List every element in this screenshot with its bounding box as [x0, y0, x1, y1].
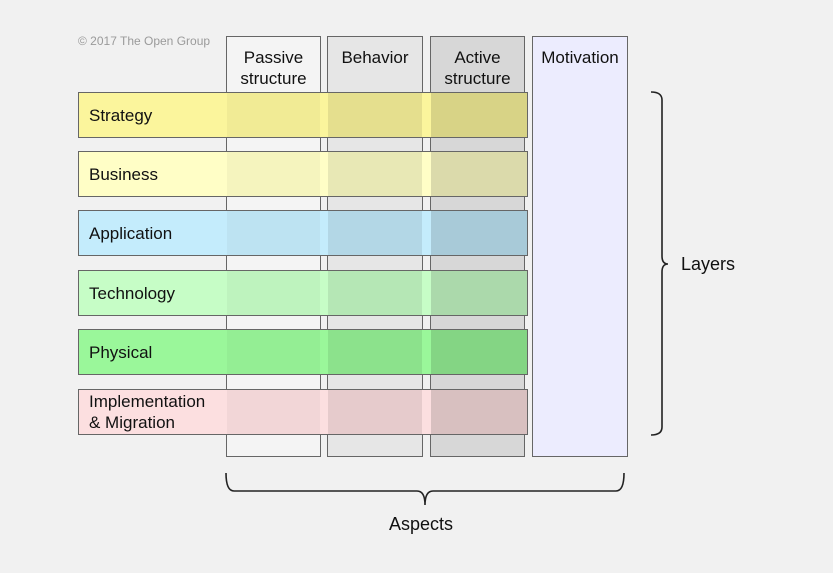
cell-application-active-structure [431, 211, 527, 255]
aspect-header-line: Motivation [541, 48, 619, 67]
layer-label-line: Strategy [89, 105, 153, 125]
cell-technology-passive-structure [227, 271, 320, 315]
aspect-header-motivation: Motivation [532, 36, 628, 94]
cell-physical-behavior [328, 330, 422, 374]
layer-label-line: Physical [89, 342, 153, 362]
layer-label-line: Technology [89, 283, 176, 303]
layer-label-line: & Migration [89, 413, 175, 432]
aspect-header-line: Behavior [341, 48, 409, 67]
cell-implementation-migration-behavior [328, 390, 422, 434]
cell-business-active-structure [431, 152, 527, 196]
layer-label-implementation-migration: Implementation & Migration [78, 389, 226, 435]
layers-label: Layers [681, 254, 736, 274]
cell-implementation-migration-active-structure [431, 390, 527, 434]
layer-label-text: Strategy [89, 105, 152, 126]
copyright-notice: © 2017 The Open Group [78, 34, 211, 48]
layer-label-text: Application [89, 223, 172, 244]
layer-label-text: Implementation & Migration [89, 391, 205, 433]
cell-application-passive-structure [227, 211, 320, 255]
aspect-header-line: Passive [243, 48, 304, 67]
layer-label-business: Business [78, 151, 226, 197]
cell-physical-active-structure [431, 330, 527, 374]
layer-label-text: Business [89, 164, 158, 185]
cell-technology-active-structure [431, 271, 527, 315]
layers-brace [650, 91, 669, 436]
cell-strategy-behavior [328, 93, 422, 137]
layer-label-strategy: Strategy [78, 92, 226, 138]
cell-business-passive-structure [227, 152, 320, 196]
aspect-header-behavior: Behavior [327, 36, 423, 94]
layer-label-technology: Technology [78, 270, 226, 316]
cell-implementation-migration-passive-structure [227, 390, 320, 434]
aspect-column-motivation [532, 36, 628, 457]
aspects-brace [225, 472, 625, 506]
layer-label-text: Physical [89, 342, 152, 363]
aspect-header-passive-structure: Passive structure [226, 36, 321, 94]
aspect-header-active-structure: Active structure [430, 36, 525, 94]
layer-label-line: Application [89, 223, 173, 243]
layer-label-application: Application [78, 210, 226, 256]
cell-strategy-active-structure [431, 93, 527, 137]
aspect-header-line: structure [240, 69, 307, 88]
layer-label-text: Technology [89, 283, 175, 304]
layer-label-physical: Physical [78, 329, 226, 375]
aspect-header-line: Active [454, 48, 501, 67]
cell-business-behavior [328, 152, 422, 196]
aspects-label: Aspects [389, 514, 454, 534]
cell-strategy-passive-structure [227, 93, 320, 137]
cell-physical-passive-structure [227, 330, 320, 374]
layer-label-line: Business [89, 164, 158, 184]
layer-label-line: Implementation [89, 392, 206, 411]
cell-technology-behavior [328, 271, 422, 315]
cell-application-behavior [328, 211, 422, 255]
aspect-header-line: structure [444, 69, 511, 88]
